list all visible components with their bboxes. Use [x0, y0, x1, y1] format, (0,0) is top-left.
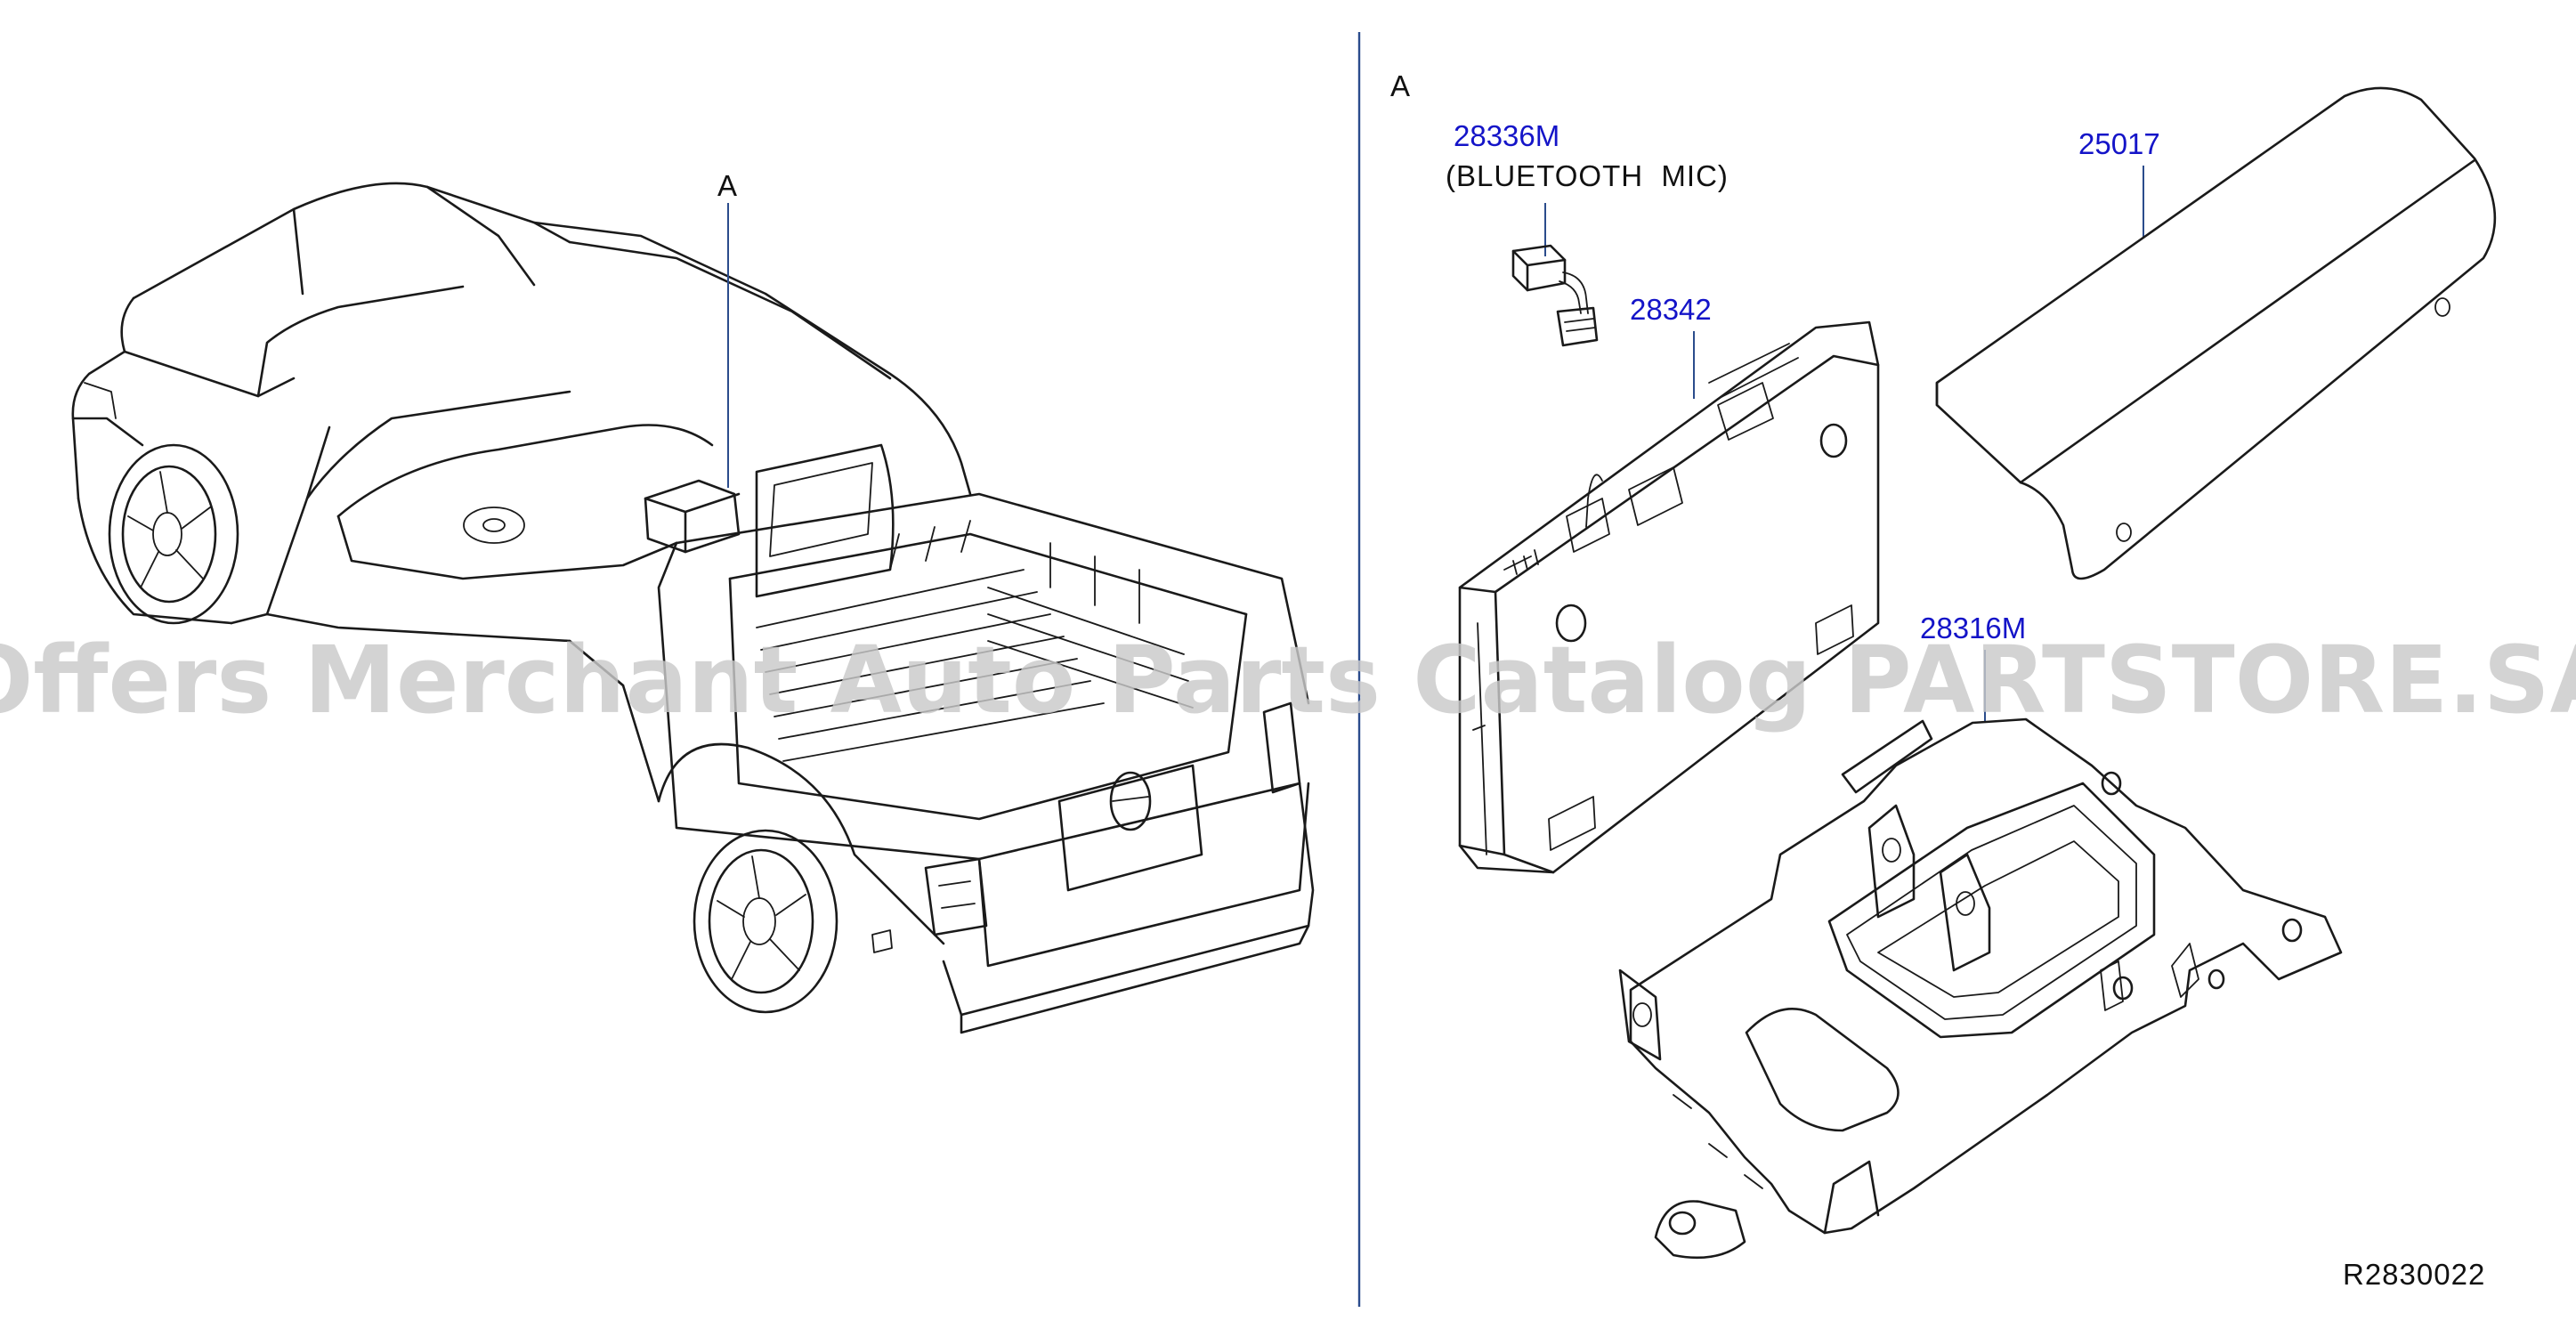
- bluetooth-mic-part: 28336M (BLUETOOTH MIC): [1446, 119, 1729, 347]
- pickup-truck-illustration: [71, 182, 1315, 1034]
- part-description-bluetooth-mic: (BLUETOOTH MIC): [1446, 159, 1729, 192]
- drawing-code: R2830022: [2343, 1258, 2485, 1291]
- watermark-text: Offers Merchant Auto Parts Catalog PARTS…: [0, 626, 2576, 734]
- part-number-28316m: 28316M: [1920, 612, 2026, 644]
- mounting-bracket-part: 28316M: [1618, 612, 2343, 1260]
- module-location-box: [644, 479, 741, 554]
- bed-floor-ridges: [756, 569, 1194, 762]
- rear-wheel-icon: [693, 829, 838, 1014]
- part-number-28336m: 28336M: [1454, 119, 1559, 152]
- mic-connector-icon: [1556, 306, 1599, 347]
- mic-icon: [1511, 244, 1567, 292]
- view-a-label-left: A: [717, 169, 738, 202]
- part-number-28342: 28342: [1630, 293, 1712, 326]
- part-number-25017: 25017: [2078, 127, 2160, 160]
- cover-part: 25017: [1935, 86, 2497, 580]
- control-module-part: 28342: [1458, 293, 1880, 874]
- front-wheel-icon: [108, 443, 239, 625]
- view-a-label-right: A: [1390, 69, 1411, 102]
